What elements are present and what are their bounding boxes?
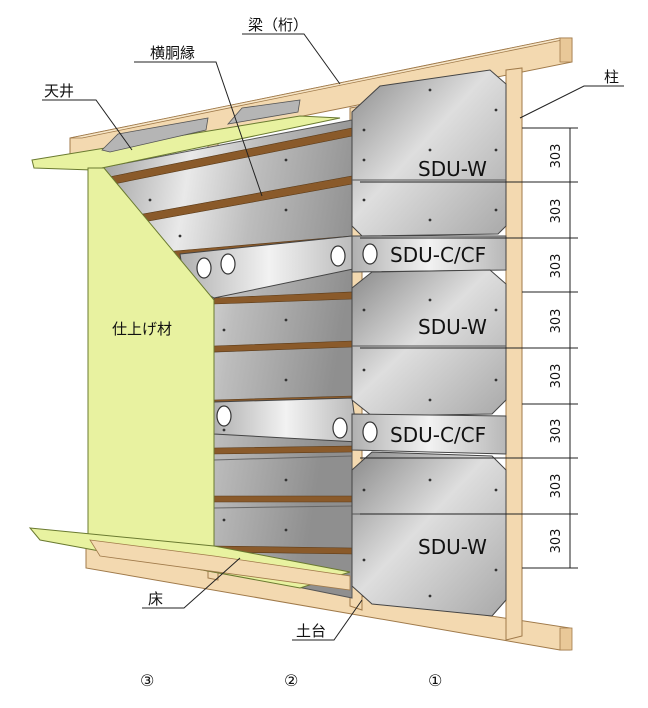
ceiling-hangers-2 (226, 99, 301, 125)
cf-holes (196, 245, 348, 439)
label-floor: 床 (148, 590, 163, 608)
dim-label: 303 (549, 254, 564, 279)
screw-dots (148, 88, 498, 598)
panel-w-1 (351, 69, 507, 237)
step-3: ③ (140, 671, 154, 690)
finish-board (87, 167, 215, 573)
label-purlin: 横胴縁 (150, 44, 195, 62)
panel-cf-1 (351, 235, 507, 273)
label-sill: 土台 (296, 622, 326, 640)
ceiling-board (31, 115, 341, 171)
dim-label: 303 (549, 474, 564, 499)
dim-label: 303 (549, 199, 564, 224)
panel-label-cf1: SDU-C/CF (390, 243, 486, 267)
step-2: ② (284, 671, 298, 690)
dim-label: 303 (549, 529, 564, 554)
step-1: ① (428, 671, 442, 690)
dim-label: 303 (549, 144, 564, 169)
panel-cf-2 (351, 413, 507, 455)
panel-w-2 (351, 269, 507, 417)
column (505, 67, 523, 641)
floor-joist (89, 539, 351, 591)
beam-end (559, 37, 573, 63)
dimension-lines (360, 127, 578, 569)
label-beam: 梁（桁） (248, 16, 308, 34)
panel-label-w1: SDU-W (418, 157, 487, 181)
dim-label: 303 (549, 419, 564, 444)
sill-end (559, 627, 573, 651)
label-ceiling: 天井 (44, 82, 74, 100)
panel-label-w2: SDU-W (418, 315, 487, 339)
leader-lines (42, 33, 624, 641)
panel-label-cf2: SDU-C/CF (390, 423, 486, 447)
panel-w-3 (351, 451, 507, 617)
dim-label: 303 (549, 309, 564, 334)
dimension-labels: 303 303 303 303 303 303 303 303 (549, 144, 564, 554)
ceiling-hangers (101, 117, 209, 153)
panel-label-w3: SDU-W (418, 535, 487, 559)
dim-label: 303 (549, 364, 564, 389)
label-finish: 仕上げ材 (112, 320, 172, 338)
label-column: 柱 (604, 68, 619, 86)
